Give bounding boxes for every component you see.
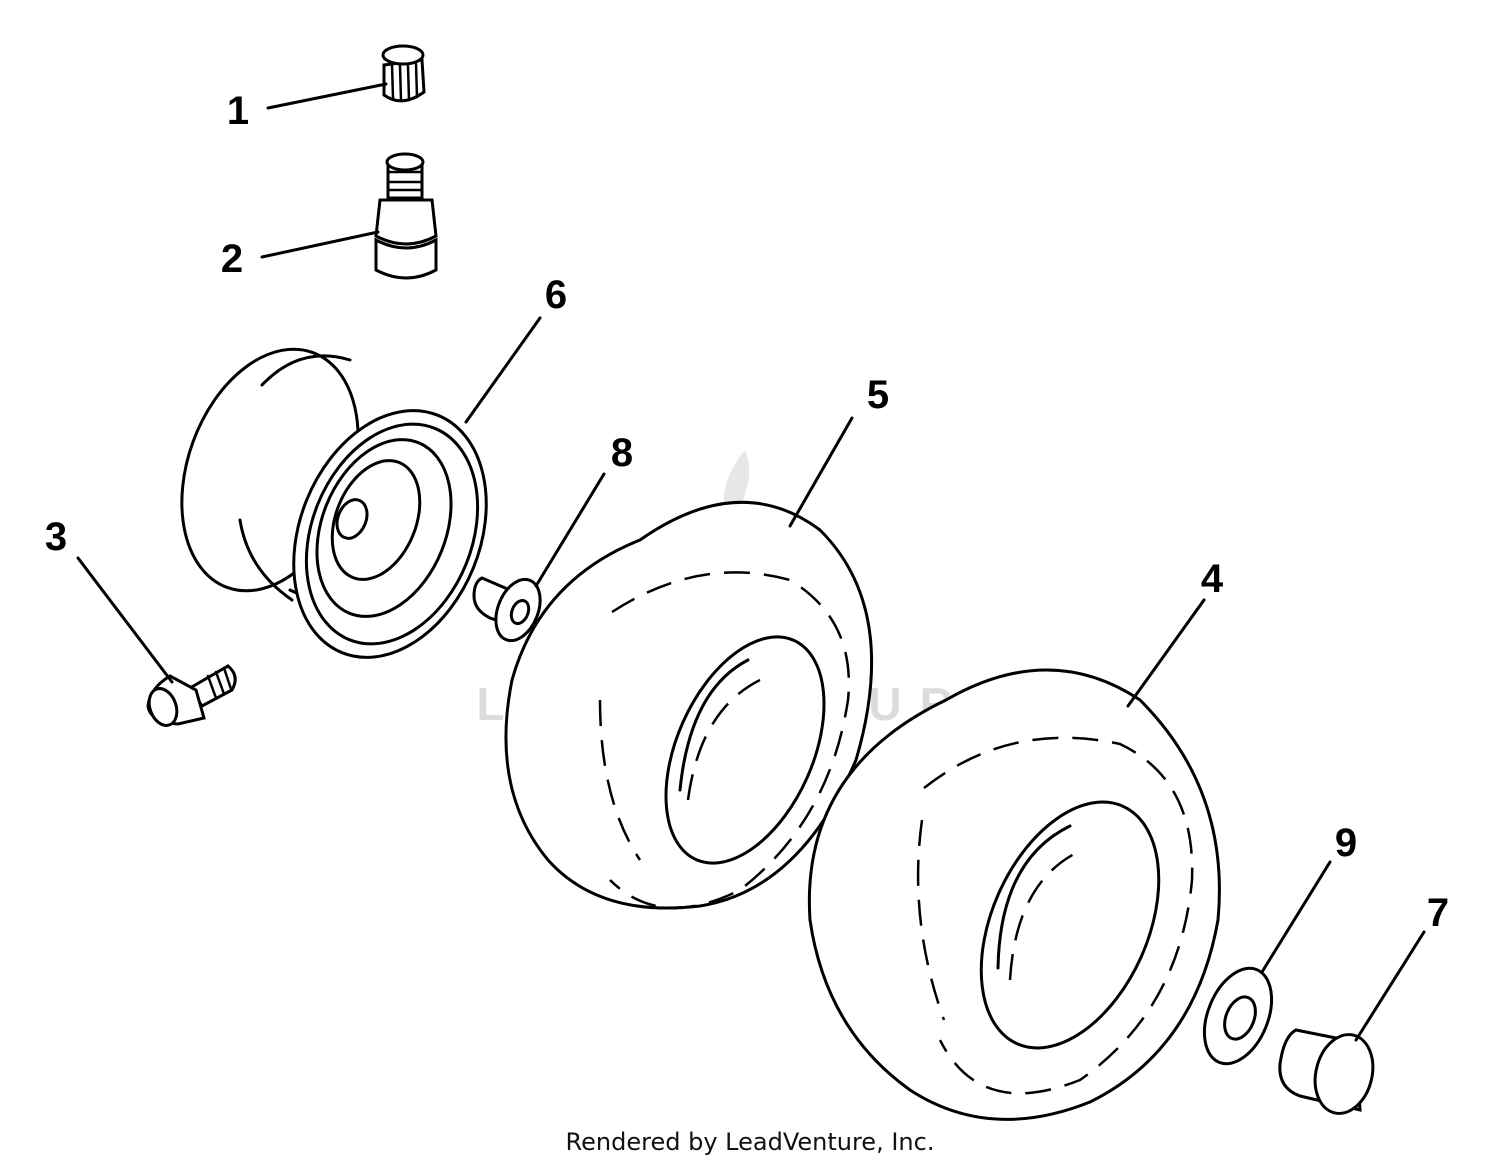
valve-stem-part [374, 152, 438, 280]
callout-5: 5 [867, 373, 889, 417]
tire-part-5 [504, 500, 874, 910]
wheel-rim-part [180, 347, 488, 659]
leader-line-6 [464, 316, 542, 424]
callout-9: 9 [1335, 821, 1357, 865]
leader-line-9 [1260, 860, 1332, 974]
callout-6: 6 [545, 273, 567, 317]
bushing-part [472, 576, 542, 643]
tire-part-4 [807, 668, 1221, 1121]
leader-line-2 [260, 230, 380, 259]
leader-line-7 [1354, 930, 1426, 1042]
callout-8: 8 [611, 431, 633, 475]
callout-7: 7 [1427, 891, 1449, 935]
callout-2: 2 [221, 237, 243, 281]
leader-line-1 [266, 82, 388, 110]
leader-line-8 [534, 472, 606, 588]
callout-4: 4 [1201, 557, 1224, 601]
leader-line-5 [788, 416, 854, 528]
callout-1: 1 [227, 89, 249, 133]
grease-fitting-part [146, 664, 237, 727]
hub-cap-part [1278, 1028, 1375, 1115]
footer-credit: Rendered by LeadVenture, Inc. [565, 1128, 935, 1156]
washer-part [1202, 966, 1274, 1066]
leader-line-4 [1126, 598, 1206, 708]
leader-line-3 [76, 556, 174, 684]
valve-cap-part [381, 44, 426, 103]
callout-3: 3 [45, 515, 67, 559]
